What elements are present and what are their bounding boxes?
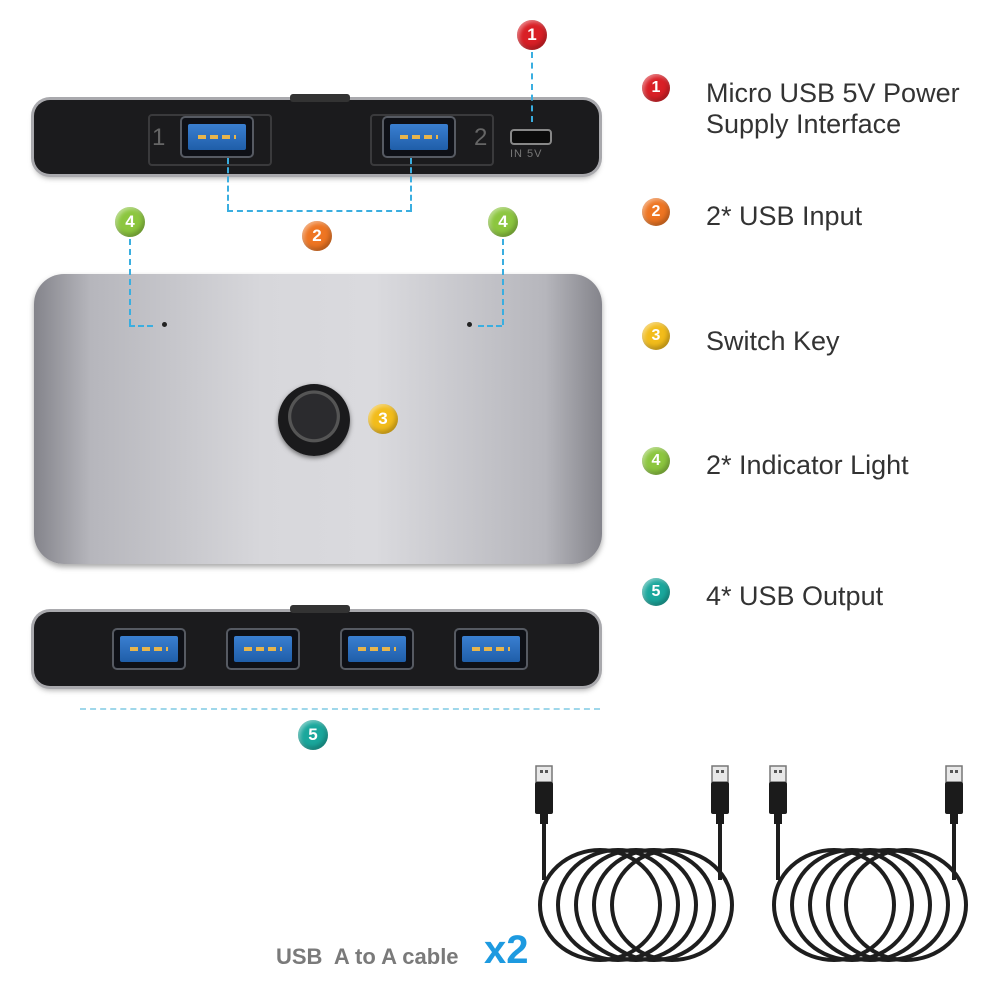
usb-cable-1 xyxy=(538,800,734,962)
callout-line-4a xyxy=(129,239,131,325)
usb-output-port-4 xyxy=(456,630,526,668)
cable-caption: USB A to A cable xyxy=(276,944,459,969)
legend-text-5: 4* USB Output xyxy=(706,581,884,611)
callout-line-2c xyxy=(227,210,412,212)
callout-line-1 xyxy=(531,52,533,122)
callout-line-4b xyxy=(129,325,153,327)
usb-input-port-1 xyxy=(182,118,252,156)
switch-top-edge xyxy=(34,100,599,174)
indicator-light-1 xyxy=(162,322,167,327)
legend-badge-5: 5 xyxy=(642,578,670,606)
callout-badge-1: 1 xyxy=(517,20,547,50)
callout-line-2a xyxy=(227,158,229,210)
callout-badge-4-left: 4 xyxy=(115,207,145,237)
usb-cable-2 xyxy=(772,800,968,962)
callout-badge-2: 2 xyxy=(302,221,332,251)
power-label: IN 5V xyxy=(510,148,543,160)
indicator-light-2 xyxy=(467,322,472,327)
legend-badge-2: 2 xyxy=(642,198,670,226)
legend-text-1: Micro USB 5V Power Supply Interface xyxy=(706,78,960,139)
usb-output-port-2 xyxy=(228,630,298,668)
legend-text-2: 2* USB Input xyxy=(706,201,863,231)
usb-input-port-2 xyxy=(384,118,454,156)
callout-badge-4-right: 4 xyxy=(488,207,518,237)
switch-key-top-edge xyxy=(290,94,350,102)
legend-badge-4: 4 xyxy=(642,447,670,475)
cable-quantity: x2 xyxy=(484,928,529,972)
micro-usb-port xyxy=(510,129,552,145)
port-label-1: 1 xyxy=(152,124,166,151)
switch-key-bottom-edge xyxy=(290,605,350,613)
port-frame-2 xyxy=(370,114,494,166)
callout-line-5 xyxy=(80,708,600,710)
legend-text-4: 2* Indicator Light xyxy=(706,450,909,480)
callout-badge-3: 3 xyxy=(368,404,398,434)
legend-text-3: Switch Key xyxy=(706,326,840,356)
callout-badge-5: 5 xyxy=(298,720,328,750)
port-frame-1 xyxy=(148,114,272,166)
legend-badge-1: 1 xyxy=(642,74,670,102)
usb-output-port-3 xyxy=(342,630,412,668)
usb-output-port-1 xyxy=(114,630,184,668)
callout-line-4c xyxy=(502,239,504,325)
callout-line-4d xyxy=(478,325,502,327)
callout-line-2b xyxy=(410,158,412,210)
port-label-2: 2 xyxy=(474,124,488,151)
switch-key-button[interactable] xyxy=(278,384,350,456)
legend-badge-3: 3 xyxy=(642,322,670,350)
